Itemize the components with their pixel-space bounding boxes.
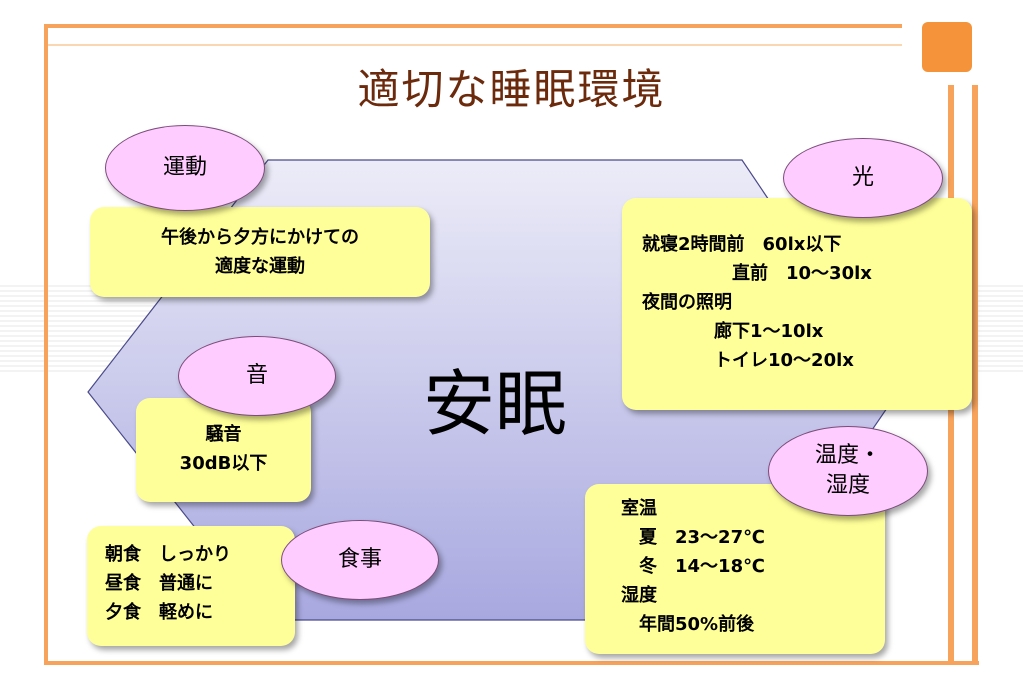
meal-line-1: 朝食 しっかり: [105, 544, 231, 565]
exercise-oval: 運動: [105, 125, 265, 211]
frame-top-line-light: [44, 44, 902, 46]
light-line-3: 夜間の照明: [642, 292, 732, 313]
meal-label: 食事: [337, 547, 382, 572]
light-line-2: 直前 10〜30lx: [642, 263, 872, 284]
exercise-line-2: 適度な運動: [215, 256, 305, 277]
center-label-anmin: 安眠: [422, 362, 567, 446]
frame-top-line: [44, 24, 902, 28]
temperature-label-line-1: 温度・: [814, 443, 881, 468]
meal-line-3: 夕食 軽めに: [105, 602, 213, 623]
temperature-line-2: 夏 23〜27℃: [621, 527, 765, 548]
corner-square-decoration: [922, 22, 972, 72]
sound-oval: 音: [178, 336, 336, 416]
light-line-5: トイレ10〜20lx: [642, 350, 854, 371]
light-box: 就寝2時間前 60lx以下 直前 10〜30lx 夜間の照明 廊下1〜10lx …: [622, 198, 972, 410]
frame-right-line-2: [972, 85, 978, 665]
frame-left-line: [44, 24, 48, 664]
exercise-line-1: 午後から夕方にかけての: [161, 227, 359, 248]
exercise-box: 午後から夕方にかけての 適度な運動: [90, 207, 430, 297]
temperature-line-3: 冬 14〜18℃: [621, 556, 765, 577]
sound-box: 騒音 30dB以下: [136, 398, 311, 502]
frame-bottom-line: [44, 661, 979, 665]
exercise-label: 運動: [162, 155, 207, 180]
temperature-line-5: 年間50%前後: [621, 614, 755, 635]
sound-label: 音: [245, 363, 268, 388]
sound-line-1: 騒音: [205, 424, 242, 445]
light-line-1: 就寝2時間前 60lx以下: [642, 234, 842, 255]
meal-line-2: 昼食 普通に: [105, 573, 213, 594]
temperature-oval: 温度・ 湿度: [768, 426, 928, 516]
sound-line-2: 30dB以下: [179, 453, 268, 474]
temperature-line-4: 湿度: [621, 585, 657, 606]
slide-title: 適切な睡眠環境: [357, 65, 666, 114]
meal-oval: 食事: [281, 520, 439, 600]
meal-box: 朝食 しっかり 昼食 普通に 夕食 軽めに: [87, 526, 295, 646]
light-oval: 光: [783, 138, 943, 218]
light-label: 光: [851, 165, 874, 190]
light-line-4: 廊下1〜10lx: [642, 321, 824, 342]
temperature-label-line-2: 湿度: [825, 473, 870, 498]
temperature-line-1: 室温: [621, 498, 657, 519]
